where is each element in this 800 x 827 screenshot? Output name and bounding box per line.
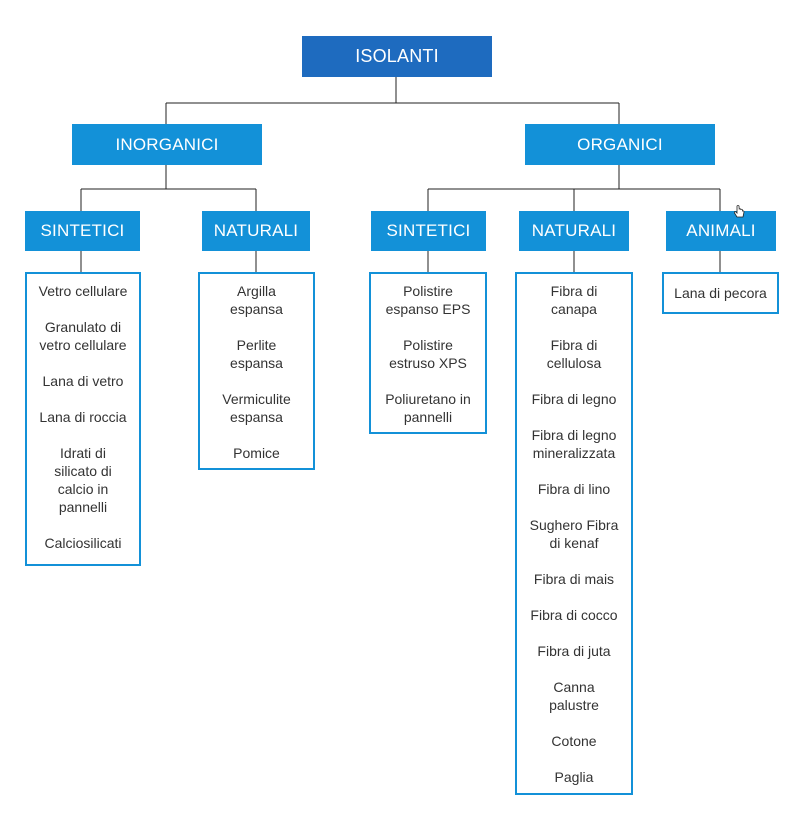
list-item: Sughero Fibra di kenaf — [529, 517, 619, 551]
node-organici: ORGANICI — [525, 124, 715, 165]
node-inorganici-naturali-label: NATURALI — [213, 221, 299, 240]
list-item: Vermiculite espansa — [222, 391, 291, 425]
node-organici-sintetici: SINTETICI — [371, 211, 486, 251]
list-item: Fibra di cellulosa — [546, 337, 602, 371]
node-organici-animali-label: ANIMALI — [686, 221, 756, 240]
list-item: Lana di roccia — [39, 409, 127, 425]
node-organici-naturali: NATURALI — [519, 211, 629, 251]
list-item: Paglia — [554, 769, 594, 785]
node-inorganici-label: INORGANICI — [115, 134, 219, 154]
list-inorganici-naturali: Argilla espansa Perlite espansa Vermicul… — [198, 272, 315, 470]
hand-cursor-icon — [734, 205, 745, 218]
node-inorganici: INORGANICI — [72, 124, 262, 165]
list-item: Perlite espansa — [230, 337, 283, 371]
list-organici-animali: Lana di pecora — [662, 272, 779, 314]
list-item: Fibra di juta — [537, 643, 611, 659]
list-item: Lana di vetro — [42, 373, 124, 389]
node-inorganici-sintetici: SINTETICI — [25, 211, 140, 251]
list-item: Poliuretano in pannelli — [385, 391, 471, 425]
list-item: Polistire estruso XPS — [389, 337, 467, 371]
list-item: Fibra di canapa — [550, 283, 598, 317]
list-item: Cotone — [551, 733, 597, 749]
node-inorganici-naturali: NATURALI — [202, 211, 310, 251]
list-item: Canna palustre — [549, 679, 599, 713]
list-item: Polistire espanso EPS — [385, 283, 471, 317]
node-organici-naturali-label: NATURALI — [531, 221, 617, 240]
list-item: Fibra di legno mineralizzata — [531, 427, 617, 461]
list-item: Granulato di vetro cellulare — [39, 319, 127, 353]
list-item: Fibra di lino — [537, 481, 611, 497]
list-item: Lana di pecora — [674, 285, 767, 301]
list-item: Idrati di silicato di calcio in pannelli — [54, 445, 112, 515]
list-item: Calciosilicati — [44, 535, 122, 551]
list-item: Fibra di cocco — [530, 607, 618, 623]
node-organici-sintetici-label: SINTETICI — [386, 221, 471, 240]
node-inorganici-sintetici-label: SINTETICI — [40, 221, 125, 240]
list-item: Fibra di legno — [531, 391, 617, 407]
list-item: Fibra di mais — [533, 571, 615, 587]
node-isolanti: ISOLANTI — [302, 36, 492, 77]
node-organici-label: ORGANICI — [577, 134, 663, 154]
list-item: Argilla espansa — [230, 283, 283, 317]
list-item: Pomice — [233, 445, 280, 461]
list-organici-sintetici: Polistire espanso EPS Polistire estruso … — [369, 272, 487, 434]
list-inorganici-sintetici: Vetro cellulare Granulato di vetro cellu… — [25, 272, 141, 566]
node-isolanti-label: ISOLANTI — [355, 46, 439, 66]
list-item: Vetro cellulare — [38, 283, 128, 299]
list-organici-naturali: Fibra di canapa Fibra di cellulosa Fibra… — [515, 272, 633, 795]
node-organici-animali: ANIMALI — [666, 211, 776, 251]
